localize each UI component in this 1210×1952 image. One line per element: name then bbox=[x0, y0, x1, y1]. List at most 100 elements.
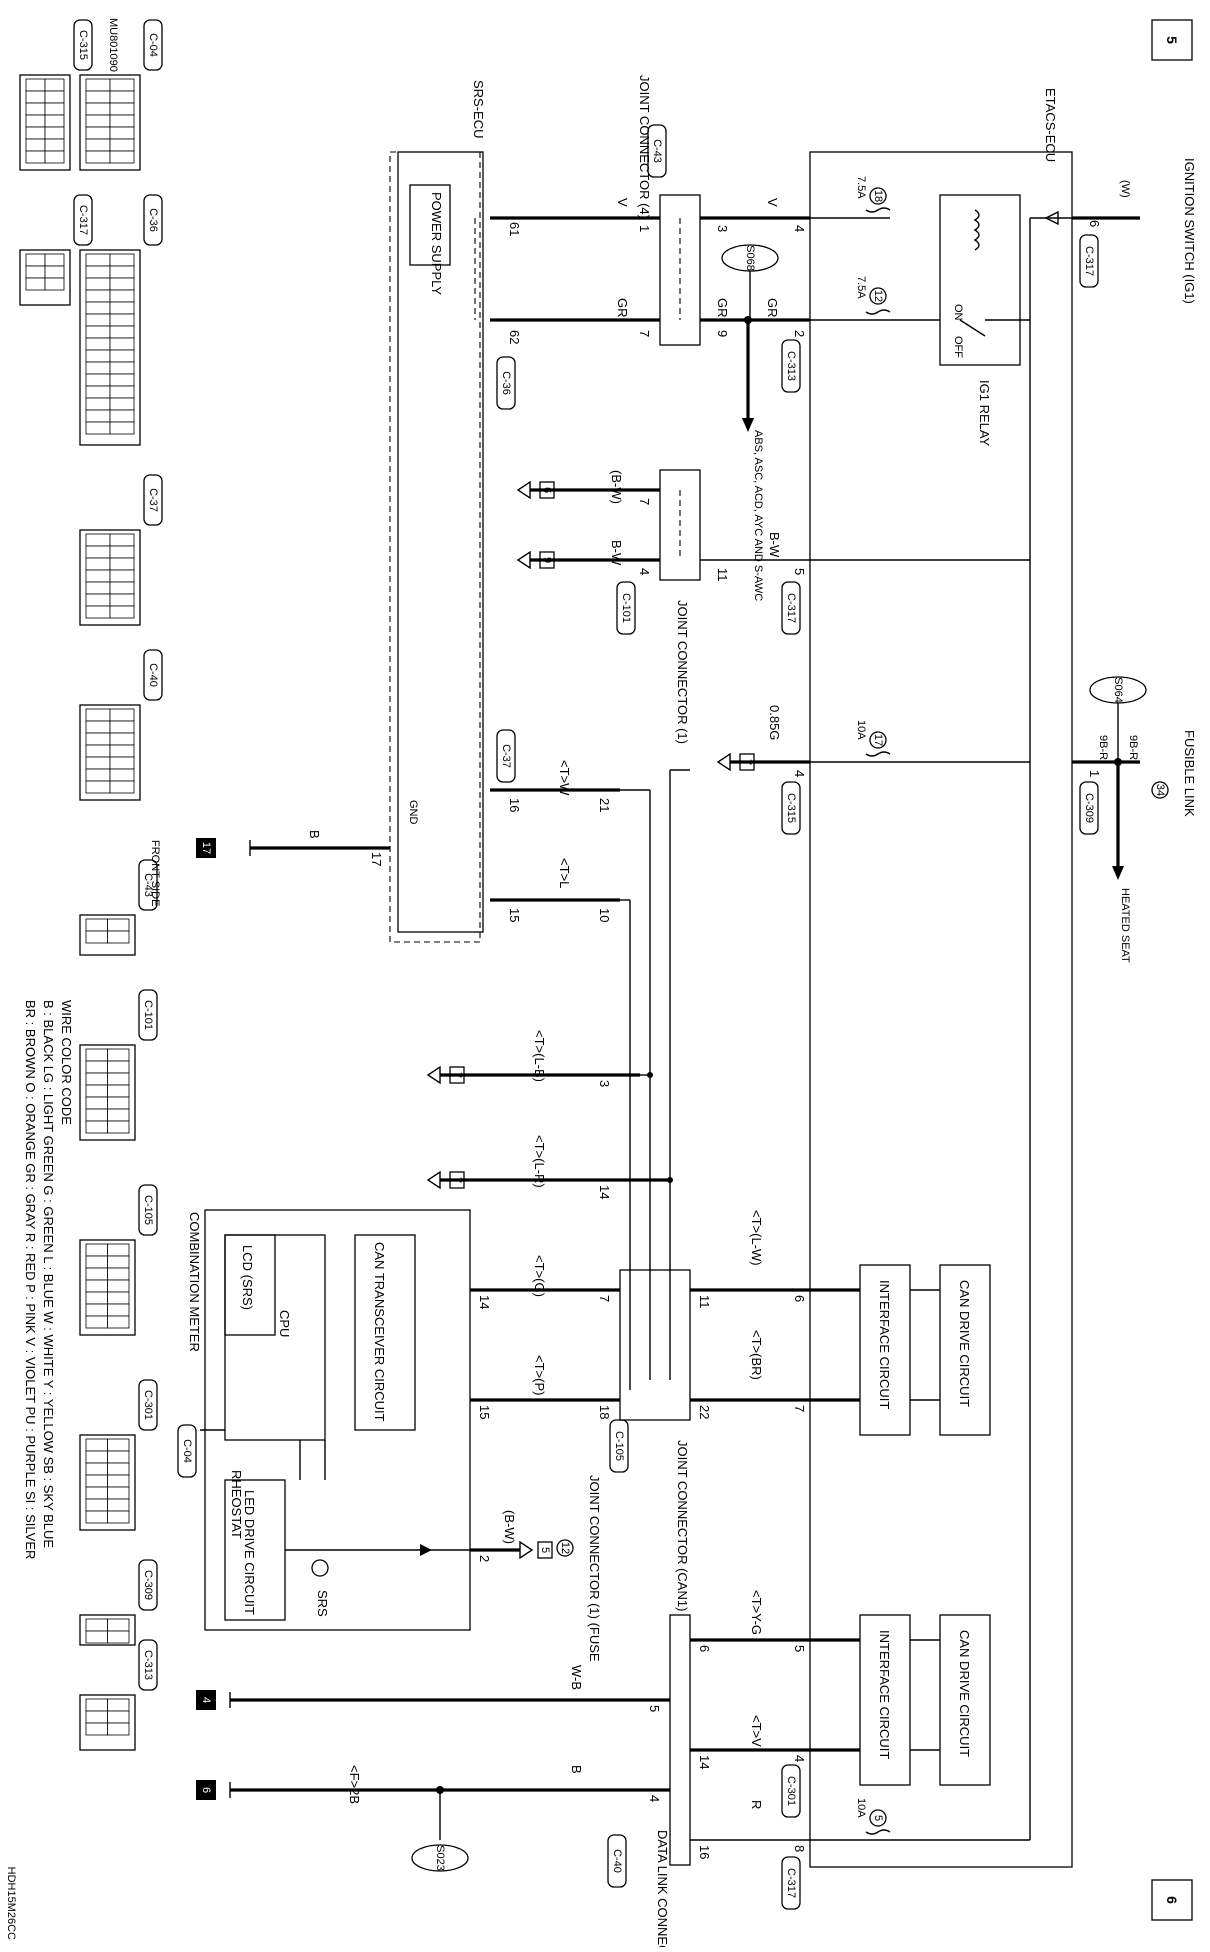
splice-s023: S023 bbox=[411, 1844, 469, 1872]
combination-meter-label: COMBINATION METER bbox=[187, 1212, 202, 1352]
lcd-srs-box bbox=[224, 1234, 276, 1336]
wire-label-tg: <T>(G) bbox=[532, 1255, 547, 1297]
connector-face-c40: C-40 bbox=[79, 649, 163, 801]
srs-pin-15: 15 bbox=[507, 908, 522, 922]
etacs-pin-5: 5 bbox=[792, 568, 807, 575]
svg-text:C-101: C-101 bbox=[620, 593, 632, 623]
ig1-relay-label: IG1 RELAY bbox=[977, 380, 992, 447]
jc4-pin-7: 7 bbox=[637, 330, 652, 337]
connector-face-c301: C-301 bbox=[79, 1379, 158, 1531]
joint-connector-4-label: JOINT CONNECTOR (4) bbox=[637, 75, 652, 219]
wire-label-tv: <T>V bbox=[749, 1715, 764, 1747]
ground-ref-4: 4 bbox=[196, 1690, 231, 1710]
can-drive-circuit-1 bbox=[939, 1264, 991, 1436]
can-drive-label-1: CAN DRIVE CIRCUIT bbox=[957, 1280, 972, 1407]
srs-pin-17: 17 bbox=[369, 852, 384, 866]
fuse-12: 12 7.5A bbox=[855, 276, 891, 315]
can-drive-label-2: CAN DRIVE CIRCUIT bbox=[957, 1630, 972, 1757]
connector-tag-c101: C-101 bbox=[616, 581, 636, 635]
dlc-pin-14: 14 bbox=[697, 1755, 712, 1769]
power-supply-box bbox=[409, 184, 451, 266]
svg-text:6: 6 bbox=[1164, 1896, 1180, 1904]
joint-connector-fuse-label: JOINT CONNECTOR (1) (FUSE bbox=[587, 1475, 602, 1662]
heated-seat-label: HEATED SEAT bbox=[1119, 888, 1131, 963]
wire-label-tp: <T>(P) bbox=[532, 1355, 547, 1395]
svg-text:6: 6 bbox=[541, 487, 553, 493]
wire-label-bw-2: B-W bbox=[609, 540, 624, 566]
svg-text:C-105: C-105 bbox=[613, 1431, 625, 1461]
wire-label-b-1: B bbox=[307, 830, 322, 839]
ref-arrow-7b: 7 bbox=[426, 1065, 465, 1085]
jc4-pin-1: 1 bbox=[637, 225, 652, 232]
etacs-pin-2: 2 bbox=[792, 330, 807, 337]
ref-arrow-7c: 7 bbox=[426, 1170, 465, 1190]
joint-connector-can1-box bbox=[619, 1269, 691, 1421]
svg-text:7.5A: 7.5A bbox=[855, 176, 867, 199]
etacs-pin-5b: 5 bbox=[792, 1645, 807, 1652]
wire-label-r: R bbox=[749, 1800, 764, 1809]
svg-text:6: 6 bbox=[200, 1787, 212, 1793]
svg-text:S023: S023 bbox=[434, 1845, 446, 1871]
figure-code: HDH15M26CC bbox=[5, 1867, 17, 1940]
wire-label-bw-1: B-W bbox=[767, 532, 782, 558]
connector-face-c36: C-36 bbox=[79, 194, 163, 446]
wire-label-gr-3: GR bbox=[615, 298, 630, 318]
wire-label-gr-2: GR bbox=[715, 298, 730, 318]
dlc-pin-16: 16 bbox=[697, 1845, 712, 1859]
svg-text:C-301: C-301 bbox=[785, 1776, 797, 1806]
svg-text:C-43: C-43 bbox=[651, 139, 663, 163]
joint-connector-4-box bbox=[659, 194, 701, 346]
svg-text:C-37: C-37 bbox=[500, 744, 512, 768]
wire-label-tlr: <T>(L-R) bbox=[532, 1135, 547, 1188]
svg-text:7: 7 bbox=[741, 759, 753, 765]
wire-label-tlw: <T>(L-W) bbox=[749, 1210, 764, 1266]
svg-text:C-301: C-301 bbox=[142, 1390, 154, 1420]
interface-circuit-2 bbox=[859, 1614, 911, 1786]
wire-label-tbr: <T>(BR) bbox=[749, 1330, 764, 1380]
dlc-pin-4: 4 bbox=[647, 1795, 662, 1802]
wire-color-code: WIRE COLOR CODE B : BLACK LG : LIGHT GRE… bbox=[23, 1000, 74, 1559]
svg-text:C-43: C-43 bbox=[142, 873, 154, 897]
can-pin-14: 14 bbox=[597, 1185, 612, 1199]
svg-text:BR : BROWN O : ORANGE GR :: BR : BROWN O : ORANGE GR : GRAY R : RED … bbox=[23, 1000, 38, 1559]
splice-s064: S064 bbox=[1089, 676, 1147, 762]
srs-led-label: SRS bbox=[315, 1590, 330, 1617]
fuse-12-ref: 12 bbox=[559, 1542, 571, 1554]
connector-tag-c36: C-36 bbox=[496, 356, 516, 410]
wire-label-v-1: V bbox=[765, 198, 780, 207]
wire-label-tw: <T>W bbox=[557, 760, 572, 796]
relay-on: ON bbox=[952, 304, 964, 321]
can-pin-10: 10 bbox=[597, 908, 612, 922]
connector-face-c37: C-37 bbox=[79, 474, 163, 626]
meter-pin-15: 15 bbox=[477, 1405, 492, 1419]
wire-label-bw-paren: (B-W) bbox=[609, 470, 624, 504]
connector-tag-c317-mid: C-317 bbox=[781, 581, 801, 635]
svg-text:9: 9 bbox=[541, 557, 553, 563]
etacs-pin-8: 8 bbox=[792, 1845, 807, 1852]
srs-pin-62: 62 bbox=[507, 330, 522, 344]
dlc-pin-6: 6 bbox=[697, 1645, 712, 1652]
pin-6: 6 bbox=[1087, 220, 1102, 227]
ig1-relay-box bbox=[939, 194, 1021, 366]
can-pin-21: 21 bbox=[597, 798, 612, 812]
svg-text:18: 18 bbox=[872, 190, 884, 202]
svg-text:C-101: C-101 bbox=[142, 1000, 154, 1030]
svg-text:C-105: C-105 bbox=[142, 1195, 154, 1225]
meter-pin-14: 14 bbox=[477, 1295, 492, 1309]
svg-text:S068: S068 bbox=[744, 245, 756, 271]
power-supply-label: POWER SUPPLY bbox=[429, 192, 444, 295]
wire-label-tyg: <T>Y-G bbox=[749, 1590, 764, 1635]
lcd-srs-label: LCD (SRS) bbox=[240, 1245, 255, 1310]
svg-text:C-315: C-315 bbox=[77, 30, 89, 60]
can-drive-circuit-2 bbox=[939, 1614, 991, 1786]
jc1-pin-11: 11 bbox=[715, 568, 730, 582]
jc4-pin-9: 9 bbox=[715, 330, 730, 337]
can-pin-22: 22 bbox=[697, 1405, 712, 1419]
cpu-label: CPU bbox=[277, 1310, 292, 1337]
svg-text:S064: S064 bbox=[1112, 677, 1124, 703]
connector-face-c309: C-309 bbox=[79, 1559, 158, 1646]
etacs-ecu-label: ETACS-ECU bbox=[1043, 88, 1058, 162]
meter-pin-2: 2 bbox=[477, 1555, 492, 1562]
svg-text:17: 17 bbox=[872, 734, 884, 746]
